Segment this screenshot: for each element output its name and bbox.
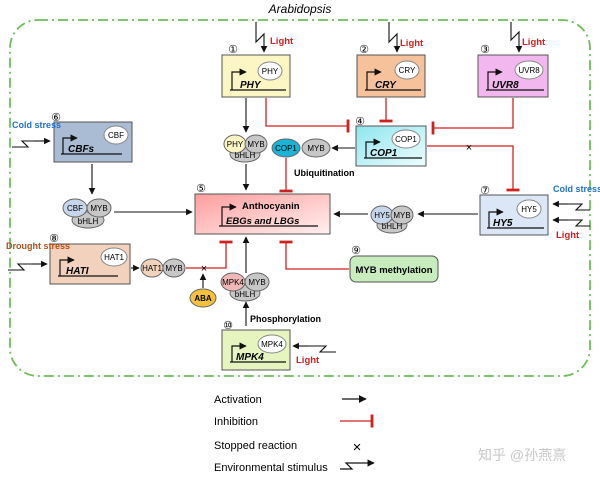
- inhibition-arrow: [431, 98, 514, 135]
- gene-label: PHY: [240, 80, 262, 91]
- gene-label: CRY: [375, 80, 397, 91]
- legend-inhibition-label: Inhibition: [214, 416, 258, 428]
- svg-text:MPK4: MPK4: [222, 278, 244, 287]
- protein-label: UVR8: [518, 66, 540, 75]
- ubiquitination-label: Ubiquitination: [294, 168, 355, 178]
- box-hat1: ⑧ HATI HAT1: [49, 233, 131, 285]
- legend-stopped-label: Stopped reaction: [214, 440, 297, 452]
- box-number: ⑤: [196, 183, 206, 195]
- gene-label: HY5: [493, 218, 513, 229]
- inhibition-arrow: [186, 240, 233, 269]
- box-anthocyanin: ⑤ Anthocyanin EBGs and LBGs: [194, 183, 331, 235]
- legend-stimulus-label: Environmental stimulus: [214, 462, 328, 474]
- box-myb-methylation: ⑨ MYB methylation: [349, 245, 439, 283]
- box-number: ⑨: [351, 245, 361, 257]
- gene-label: EBGs and LBGs: [226, 216, 299, 227]
- product-label: Anthocyanin: [242, 201, 300, 212]
- inhibition-arrow: [427, 145, 520, 192]
- watermark: 知乎 @孙燕熹: [478, 447, 566, 463]
- legend-activation-label: Activation: [214, 394, 262, 406]
- gene-label: UVR8: [492, 80, 519, 91]
- gene-label: CBFs: [68, 144, 95, 155]
- box-uvr8: ③ UVR8 UVR8: [477, 44, 549, 98]
- svg-text:bHLH: bHLH: [235, 151, 256, 160]
- box-hy5: ⑦ HY5 HY5: [479, 185, 549, 236]
- protein-label: COP1: [395, 135, 417, 144]
- legend-stopped-symbol: ×: [353, 439, 362, 456]
- svg-text:bHLH: bHLH: [235, 290, 256, 299]
- cold-label-top: Cold stress: [12, 120, 61, 130]
- protein-label: HAT1: [104, 253, 124, 262]
- gene-label: HATI: [66, 266, 89, 277]
- box-number: ①: [228, 44, 238, 56]
- protein-label: CRY: [399, 66, 416, 75]
- methylation-label: MYB methylation: [355, 265, 432, 276]
- stopped-mark: ×: [201, 263, 207, 275]
- protein-label: CBF: [108, 131, 124, 140]
- cold-label-right: Cold stress: [553, 184, 600, 194]
- svg-text:MYB: MYB: [247, 140, 264, 149]
- svg-text:HY5: HY5: [374, 211, 390, 220]
- svg-text:COP1: COP1: [275, 144, 297, 153]
- light-label-3: Light: [522, 37, 546, 48]
- inhibition-arrow: [279, 240, 349, 270]
- box-number: ⑧: [49, 233, 59, 245]
- phy-complex: PHY MYB bHLH: [223, 134, 268, 163]
- inhibition-arrow: [265, 98, 350, 133]
- light-label-2: Light: [400, 38, 424, 49]
- svg-text:MYB: MYB: [165, 264, 182, 273]
- legend: Activation Inhibition Stopped reaction ×…: [214, 394, 375, 474]
- stimulus-arrow: [510, 22, 523, 53]
- stimulus-arrow: [388, 22, 401, 53]
- box-cbf: ⑥ CBFs CBF: [51, 112, 133, 163]
- svg-text:ABA: ABA: [194, 294, 212, 303]
- svg-text:MYB: MYB: [90, 204, 107, 213]
- box-phy: ① PHY PHY: [221, 44, 291, 98]
- hy5-complex: HY5 MYB bHLH: [370, 205, 414, 234]
- figure-title: Arabidopsis: [268, 2, 332, 16]
- box-number: ⑦: [480, 185, 490, 197]
- svg-text:MYB: MYB: [248, 278, 265, 287]
- phosphorylation-label: Phosphorylation: [250, 314, 321, 324]
- cbf-complex: CBF MYB bHLH: [62, 198, 112, 229]
- svg-text:PHY: PHY: [227, 140, 244, 149]
- light-label-hy5: Light: [556, 230, 580, 241]
- mpk4-complex: MPK4 MYB bHLH: [220, 272, 270, 302]
- light-label-mpk4: Light: [296, 355, 320, 366]
- box-number: ②: [359, 44, 369, 56]
- hat1-complex: HAT1 MYB: [140, 258, 186, 278]
- svg-text:bHLH: bHLH: [78, 217, 99, 226]
- gene-label: COP1: [370, 148, 398, 159]
- gene-label: MPK4: [236, 352, 264, 363]
- box-cop1: ④ COP1 COP1: [355, 116, 427, 167]
- stimulus-arrow: [255, 22, 268, 53]
- protein-label: HY5: [521, 205, 537, 214]
- legend-stimulus-symbol: [340, 462, 360, 470]
- protein-label: PHY: [262, 67, 279, 76]
- svg-text:CBF: CBF: [67, 204, 83, 213]
- cell-boundary: [9, 19, 591, 377]
- box-number: ⑩: [223, 320, 233, 332]
- box-cry: ② CRY CRY: [356, 44, 426, 98]
- box-mpk4: ⑩ MPK4 MPK4: [221, 320, 291, 371]
- box-number: ④: [355, 116, 365, 128]
- svg-text:bHLH: bHLH: [382, 222, 403, 231]
- protein-label: MPK4: [261, 340, 283, 349]
- svg-text:HAT1: HAT1: [142, 264, 162, 273]
- drought-label: Drought stress: [6, 241, 70, 251]
- box-number: ③: [480, 44, 490, 56]
- aba-node: ABA: [189, 288, 217, 308]
- svg-text:MYB: MYB: [307, 144, 324, 153]
- svg-text:MYB: MYB: [393, 211, 410, 220]
- cop1-complex: COP1 MYB: [271, 138, 331, 158]
- stopped-mark: ×: [466, 142, 472, 154]
- light-label-1: Light: [270, 36, 294, 47]
- box-number: ⑥: [51, 112, 61, 124]
